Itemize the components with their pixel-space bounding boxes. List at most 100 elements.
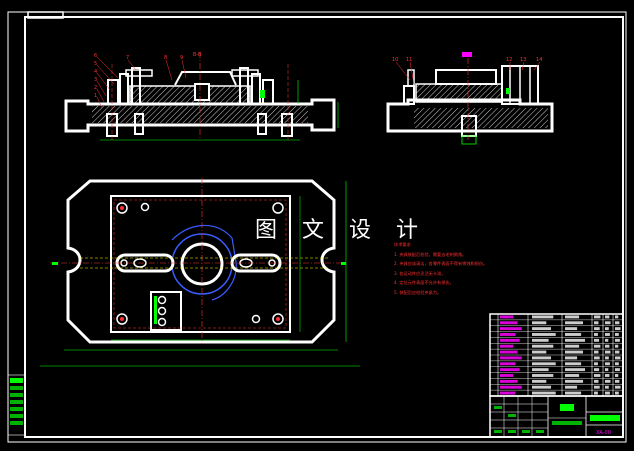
bom-cell-mark (565, 356, 578, 360)
bom-cell-mark (594, 321, 599, 325)
bom-cell-mark (500, 385, 522, 389)
bom-cell-mark (605, 368, 609, 372)
bom-cell-mark (615, 356, 621, 360)
bom-cell-mark (532, 350, 547, 354)
bom-cell-mark (594, 391, 598, 395)
bom-cell-mark (605, 391, 610, 395)
bom-cell-mark (565, 344, 580, 348)
technical-requirements: 技术要求 1. 夹具装配后检验，需要去毛刺倒角。 2. 夹具应该清洁，各零件表面… (394, 240, 487, 297)
balloon: 2 (94, 85, 97, 91)
balloon: 14 (536, 57, 542, 63)
bom-cell-mark (605, 333, 610, 336)
bom-cell-mark (565, 385, 578, 389)
balloon: 8 (164, 55, 167, 61)
bom-cell-mark (532, 368, 549, 372)
bom-cell-mark (615, 379, 620, 383)
bom-cell-mark (605, 379, 611, 383)
bom-cell-mark (565, 315, 580, 319)
bom-cell-mark (615, 391, 619, 395)
bom-cell-mark (605, 327, 609, 331)
bom-cell-mark (605, 344, 610, 348)
bom-cell-mark (594, 362, 598, 366)
inner-border (24, 16, 624, 438)
bom-cell-mark (594, 344, 601, 348)
bom-cell-mark (565, 374, 580, 377)
bom-cell-mark (500, 321, 518, 325)
bom-cell-mark (500, 327, 522, 331)
sheet-code: XA-00 (596, 430, 611, 436)
bom-cell-mark (594, 350, 599, 354)
balloon: 12 (506, 57, 512, 63)
bom-cell-mark (594, 379, 599, 383)
bom-cell-mark (532, 321, 547, 325)
plan-view (40, 178, 360, 367)
bom-cell-mark (500, 333, 516, 336)
bom-cell-mark (615, 327, 621, 331)
balloon: 1 (94, 93, 97, 99)
requirement-item: 1. 夹具装配后检验，需要去毛刺倒角。 (394, 251, 467, 257)
title-block: XA-00 (489, 395, 624, 438)
bom-cell-mark (594, 368, 600, 372)
bom-cell-mark (565, 379, 583, 383)
bom-cell-mark (500, 391, 516, 395)
watermark-text: 图 文 设 计 (255, 218, 427, 243)
bom-cell-mark (615, 362, 619, 366)
bom-cell-mark (532, 315, 554, 319)
front-section-view (64, 52, 339, 141)
bom-cell-mark (565, 333, 582, 336)
bom-cell-mark (605, 362, 610, 366)
outer-border (7, 11, 627, 443)
bom-cell-mark (500, 350, 518, 354)
bom-cell-mark (615, 338, 620, 342)
bom-cell-mark (500, 338, 520, 342)
bom-cell-mark (500, 379, 518, 383)
technical-requirements-title: 技术要求 (394, 242, 411, 247)
bom-cell-mark (532, 338, 549, 342)
bill-of-materials (489, 313, 624, 397)
balloon: 6 (94, 53, 97, 59)
bom-cell-mark (605, 315, 610, 319)
bom-cell-mark (532, 374, 554, 377)
section-label: B-B (193, 52, 202, 58)
bom-cell-mark (532, 333, 556, 336)
bom-cell-mark (500, 344, 514, 348)
corner-tab (27, 11, 64, 19)
bom-cell-mark (594, 315, 601, 319)
bom-cell-mark (615, 315, 619, 319)
bom-cell-mark (500, 368, 520, 372)
requirement-item: 5. 装配后应检验夹紧力。 (394, 289, 442, 295)
bom-cell-mark (565, 338, 585, 342)
bom-cell-mark (500, 374, 514, 377)
bom-cell-mark (615, 368, 620, 372)
bom-cell-mark (615, 385, 621, 389)
bom-cell-mark (594, 333, 598, 336)
side-section-view (386, 52, 554, 145)
bom-cell-mark (615, 350, 620, 354)
balloon: 7 (126, 55, 129, 61)
revision-strip (7, 374, 26, 436)
bom-cell-mark (532, 379, 547, 383)
requirement-item: 2. 夹具应该清洁，各零件表面不得有锈蚀和损伤。 (394, 261, 488, 266)
bom-cell-mark (594, 327, 600, 331)
bom-cell-mark (605, 374, 610, 377)
balloon: 13 (520, 57, 526, 63)
balloon: 9 (180, 55, 183, 61)
bom-cell-mark (532, 385, 551, 389)
bom-cell-mark (500, 362, 516, 366)
bom-cell-mark (594, 374, 601, 377)
bom-cell-mark (605, 350, 611, 354)
requirement-item: 4. 定位元件表面不允许有损伤。 (394, 280, 454, 285)
bom-cell-mark (565, 391, 582, 395)
bom-cell-mark (565, 350, 583, 354)
bom-cell-mark (532, 344, 554, 348)
balloon: 10 (392, 57, 398, 63)
bom-cell-mark (615, 344, 619, 348)
front-balloons: 6 5 4 3 2 1 7 8 9 B-B (94, 52, 202, 99)
bom-cell-mark (532, 327, 551, 331)
bom-cell-mark (500, 356, 522, 360)
balloon: 5 (94, 61, 97, 67)
bom-cell-mark (532, 356, 551, 360)
balloon: 4 (94, 69, 97, 75)
bom-cell-mark (532, 362, 556, 366)
